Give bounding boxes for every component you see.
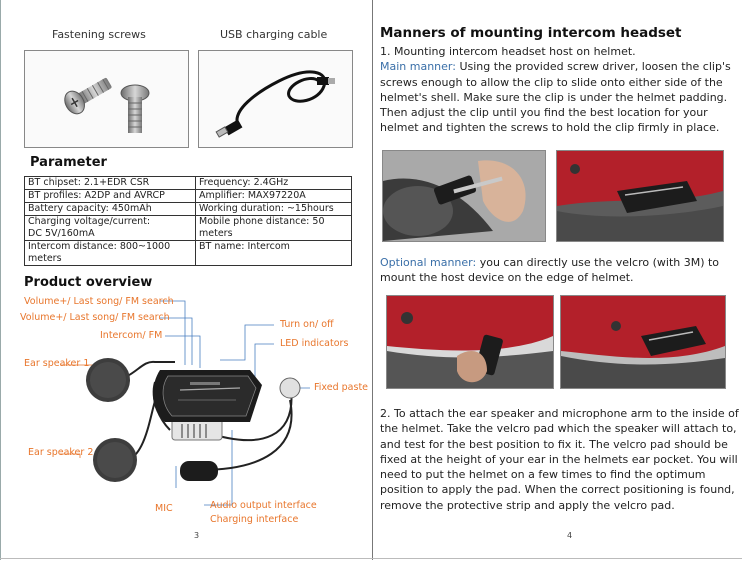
main-manner-label: Main manner: [380, 60, 456, 74]
label-ear-speaker-1: Ear speaker 1 [24, 358, 90, 369]
label-audio-output: Audio output interface [210, 500, 317, 511]
step1-block: 1. Mounting intercom headset host on hel… [380, 44, 740, 136]
optional-block: Optional manner: you can directly use th… [380, 255, 740, 286]
mounting-title: Manners of mounting intercom headset [380, 25, 682, 41]
cable-caption: USB charging cable [220, 28, 328, 41]
label-intercom: Intercom/ FM [100, 330, 163, 341]
table-cell: Mobile phone distance: 50 meters [195, 215, 352, 241]
label-mic: MIC [155, 503, 173, 514]
optional-manner-label: Optional manner: [380, 256, 477, 269]
main-manner-paragraph: Main manner: Using the provided screw dr… [380, 59, 740, 135]
label-ear-speaker-2: Ear speaker 2 [28, 447, 94, 458]
step2-paragraph: 2. To attach the ear speaker and microph… [380, 407, 739, 512]
table-cell-line: Charging voltage/current: [28, 216, 151, 227]
table-row: Battery capacity: 450mAh Working duratio… [24, 202, 352, 216]
photo-clip-install [382, 150, 546, 242]
intercom-host [153, 370, 262, 441]
page-number-left: 3 [194, 531, 200, 540]
mic [180, 461, 218, 481]
usb-cable-image [198, 50, 353, 148]
table-cell: Intercom distance: 800~1000 meters [24, 240, 196, 266]
label-turn-on-off: Turn on/ off [280, 319, 334, 330]
optional-manner-paragraph: Optional manner: you can directly use th… [380, 255, 740, 286]
screws-image [24, 50, 189, 148]
table-cell: BT profiles: A2DP and AVRCP [24, 189, 196, 203]
page-bottom-rule [0, 558, 742, 559]
parameter-table: BT chipset: 2.1+EDR CSR Frequency: 2.4GH… [24, 176, 352, 266]
screws-caption: Fastening screws [52, 28, 146, 41]
left-page [0, 0, 373, 560]
photo-velcro-attach [386, 295, 554, 389]
table-cell: Charging voltage/current: DC 5V/160mA [24, 215, 196, 241]
table-cell: Frequency: 2.4GHz [195, 176, 352, 190]
product-overview-title: Product overview [24, 275, 153, 290]
table-cell: Working duration: ~15hours [195, 202, 352, 216]
optional-manner-text: you can directly use the velcro (with 3M… [380, 256, 720, 285]
table-cell-line: DC 5V/160mA [28, 228, 95, 239]
table-cell: BT name: Intercom [195, 240, 352, 266]
label-fixed-paste: Fixed paste [314, 382, 369, 393]
page-number-right: 4 [567, 531, 573, 540]
table-row: Intercom distance: 800~1000 meters BT na… [24, 240, 352, 266]
table-cell: Battery capacity: 450mAh [24, 202, 196, 216]
table-cell: BT chipset: 2.1+EDR CSR [24, 176, 196, 190]
label-volume-2: Volume+/ Last song/ FM search [20, 312, 170, 323]
table-row: BT profiles: A2DP and AVRCP Amplifier: M… [24, 189, 352, 203]
label-charging-interface: Charging interface [210, 514, 299, 525]
main-manner-text: Using the provided screw driver, loosen … [380, 60, 731, 135]
table-row: BT chipset: 2.1+EDR CSR Frequency: 2.4GH… [24, 176, 352, 190]
photo-host-on-helmet [556, 150, 724, 242]
right-page [372, 0, 742, 560]
product-diagram [60, 300, 310, 506]
photo-velcro-mounted [560, 295, 726, 389]
label-led-indicators: LED indicators [280, 338, 349, 349]
parameter-title: Parameter [30, 155, 107, 170]
label-volume-1: Volume+/ Last song/ FM search [24, 296, 174, 307]
step2-block: 2. To attach the ear speaker and microph… [380, 406, 740, 513]
step1-heading: 1. Mounting intercom headset host on hel… [380, 45, 636, 58]
table-cell: Amplifier: MAX97220A [195, 189, 352, 203]
table-row: Charging voltage/current: DC 5V/160mA Mo… [24, 215, 352, 241]
